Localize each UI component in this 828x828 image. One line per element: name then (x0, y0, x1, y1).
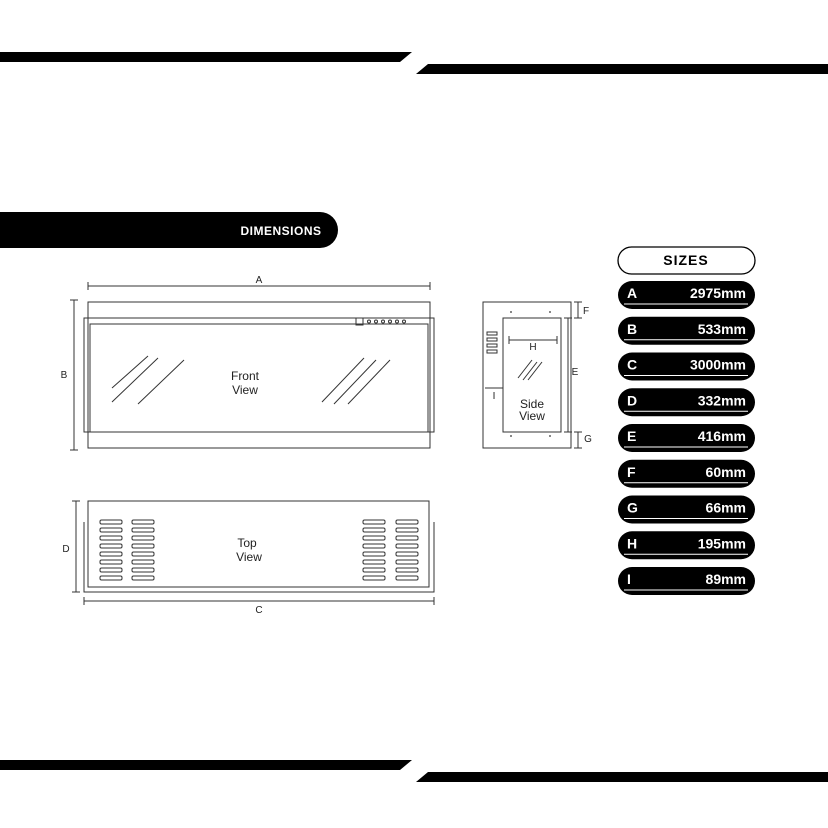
side-view-label-1: Side (520, 397, 544, 411)
size-letter: H (627, 535, 637, 551)
size-pill (618, 495, 755, 524)
size-letter: G (627, 500, 638, 516)
front-view (70, 282, 435, 451)
control-dot-4 (388, 319, 392, 324)
top-outer-lip (83, 522, 435, 593)
top-body (87, 500, 430, 588)
side-view-label-2: View (519, 409, 545, 423)
size-value: 66mm (706, 500, 746, 516)
size-letter: D (627, 392, 637, 408)
dim-label-i: I (493, 391, 496, 402)
top-vents-left-col2 (131, 519, 155, 581)
side-vents (486, 331, 498, 354)
sizes-title-pill (617, 246, 756, 275)
dim-label-c: C (255, 605, 262, 616)
size-pill (618, 388, 755, 417)
side-outer (482, 301, 572, 449)
size-value: 416mm (698, 428, 746, 444)
front-view-label-1: Front (231, 369, 260, 383)
size-value: 60mm (706, 464, 746, 480)
dim-label-a: A (256, 275, 263, 286)
front-glass (89, 323, 429, 433)
dim-label-d: D (62, 544, 69, 555)
front-view-label-2: View (232, 383, 258, 397)
bottom-bar-left (0, 760, 412, 770)
front-outer-frame (87, 301, 431, 449)
size-value: 2975mm (690, 285, 746, 301)
top-vents-right-col2 (395, 519, 419, 581)
side-view-markers (510, 311, 551, 437)
control-dot-3 (381, 319, 385, 324)
glass-reflection-left (111, 355, 185, 405)
side-view (482, 301, 582, 449)
size-row-a: A 2975mm (618, 281, 755, 309)
size-value: 3000mm (690, 357, 746, 373)
size-pill (618, 459, 755, 488)
size-row-g: G 66mm (618, 495, 755, 524)
glass-reflection-right (321, 357, 391, 405)
control-dot-2 (374, 319, 378, 324)
size-row-c: C 3000mm (618, 352, 755, 381)
top-vents-left-col1 (99, 519, 123, 581)
top-bar-right (416, 64, 828, 74)
dim-label-f: F (583, 306, 589, 317)
dimensions-tab: DIMENSIONS (0, 212, 338, 248)
dimensions-tab-label: DIMENSIONS (240, 224, 321, 238)
size-value: 195mm (698, 535, 746, 551)
control-dot-1 (367, 319, 371, 324)
size-value: 89mm (706, 571, 746, 587)
size-letter: B (627, 321, 637, 337)
dimensions-tab-shape (0, 212, 338, 248)
dim-label-e: E (572, 367, 579, 378)
size-row-d: D 332mm (618, 388, 755, 417)
top-view-label-2: View (236, 550, 262, 564)
dim-label-b: B (61, 370, 68, 381)
size-row-i: I 89mm (618, 567, 755, 595)
control-panel (355, 317, 406, 326)
top-decorative-bars (0, 52, 828, 74)
size-letter: F (627, 464, 636, 480)
size-letter: C (627, 357, 637, 373)
size-pill (618, 316, 755, 345)
size-value: 533mm (698, 321, 746, 337)
dim-label-h: H (529, 342, 536, 353)
size-row-h: H 195mm (618, 531, 755, 560)
side-glass-reflection (517, 359, 543, 381)
control-display (355, 317, 364, 326)
bottom-bar-right (416, 772, 828, 782)
dim-label-g: G (584, 434, 592, 445)
top-vents-right-col1 (362, 519, 386, 581)
top-view (72, 500, 435, 605)
size-row-e: E 416mm (618, 424, 755, 452)
size-letter: A (627, 285, 637, 301)
sizes-title: SIZES (663, 252, 708, 268)
top-bar-left (0, 52, 412, 62)
size-row-b: B 533mm (618, 316, 755, 345)
size-letter: E (627, 428, 636, 444)
top-view-label-1: Top (237, 536, 257, 550)
size-pill (618, 424, 755, 452)
control-dot-6 (402, 319, 406, 324)
size-pill (618, 567, 755, 595)
size-pill (618, 531, 755, 560)
size-pill (618, 281, 755, 309)
bottom-decorative-bars (0, 760, 828, 782)
control-dot-5 (395, 319, 399, 324)
size-letter: I (627, 571, 631, 587)
size-row-f: F 60mm (618, 459, 755, 488)
size-pill (618, 352, 755, 381)
size-value: 332mm (698, 392, 746, 408)
